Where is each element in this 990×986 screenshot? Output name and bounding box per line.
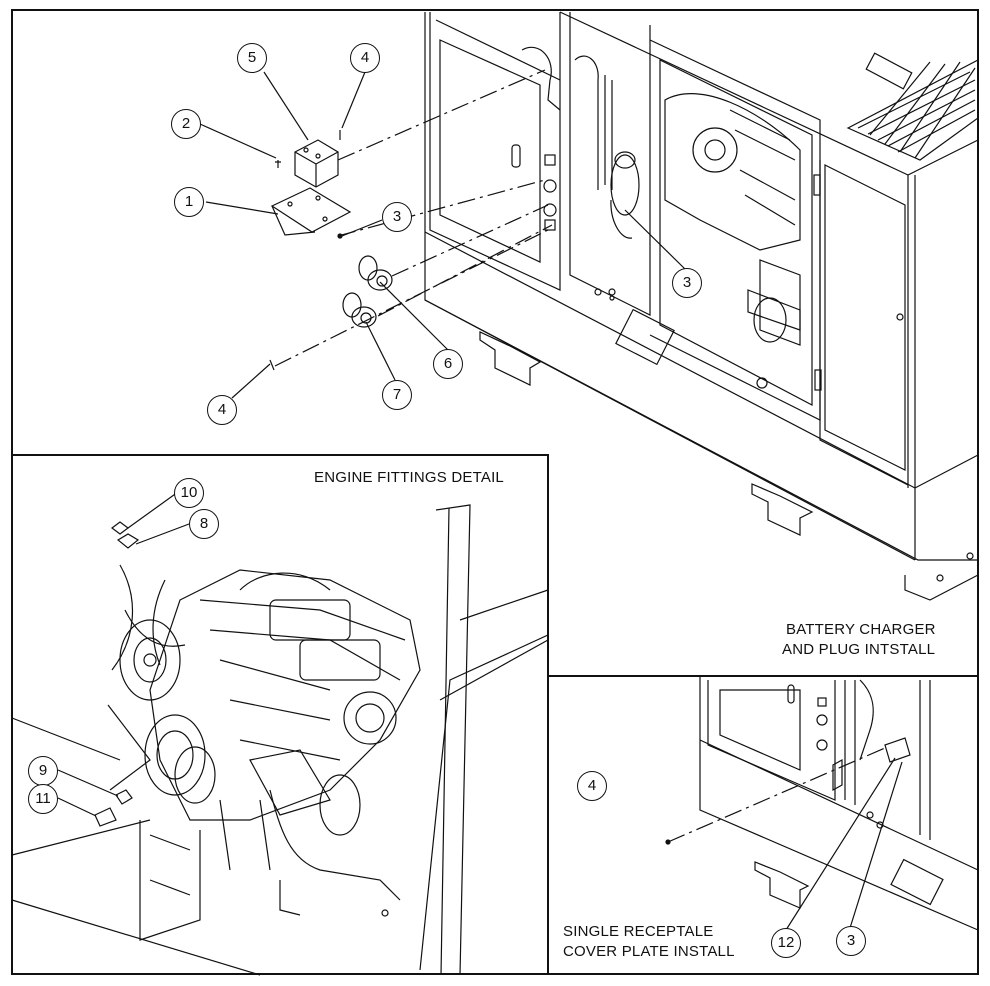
callout-balloon: 4 [577,771,607,801]
callout-balloon: 7 [382,380,412,410]
callout-balloon: 1 [174,187,204,217]
charger-exploded-parts [269,69,553,371]
callout-balloon: 5 [237,43,267,73]
callout-leaders [199,71,687,399]
receptacle-install-title-line1: SINGLE RECEPTALE [563,923,714,940]
engine-fittings-art [11,491,549,976]
callout-balloon: 11 [28,784,58,814]
charger-install-title-line2: AND PLUG INTSTALL [782,641,936,658]
receptacle-install-title-line2: COVER PLATE INSTALL [563,943,735,960]
callout-balloon: 3 [672,268,702,298]
drawing-border [11,9,979,975]
callout-balloon: 2 [171,109,201,139]
callout-balloon: 4 [207,395,237,425]
receptacle-cover-art [665,676,979,931]
callout-balloon: 3 [836,926,866,956]
callout-balloon: 12 [771,928,801,958]
charger-install-title-line1: BATTERY CHARGER [786,621,936,638]
callout-balloon: 10 [174,478,204,508]
generator-enclosure [424,11,979,601]
callout-balloon: 8 [189,509,219,539]
engine-fittings-detail-title: ENGINE FITTINGS DETAIL [314,469,504,486]
engine-detail-border [12,454,549,974]
callout-balloon: 9 [28,756,58,786]
callout-balloon: 3 [382,202,412,232]
callout-balloon: 4 [350,43,380,73]
callout-balloon: 6 [433,349,463,379]
